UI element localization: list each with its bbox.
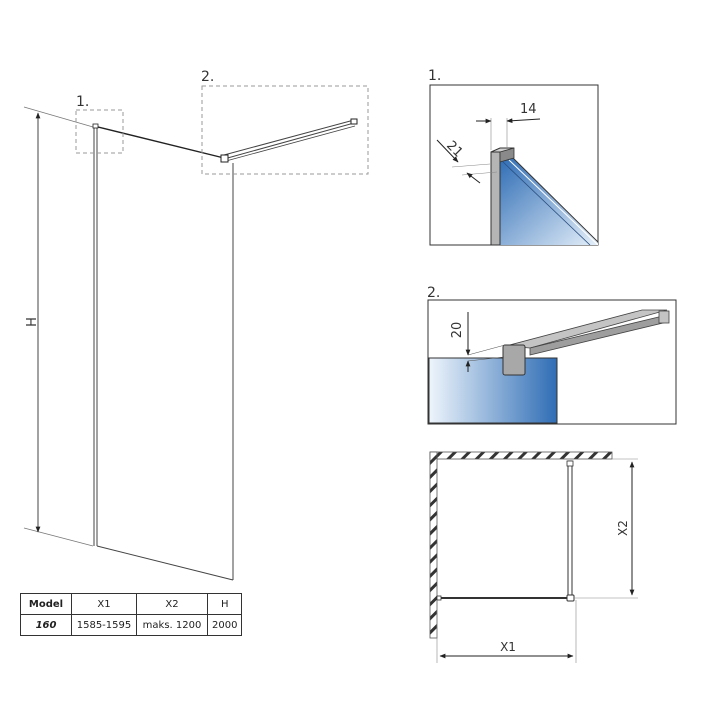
cell-h: 2000 <box>206 614 243 636</box>
spec-table-header: Model X1 X2 H <box>20 593 243 615</box>
callout-box-1 <box>75 109 124 154</box>
dim-14-label: 14 <box>520 102 537 117</box>
detail-2: 2. 20 <box>427 285 677 425</box>
dim-20-label: 20 <box>450 322 465 339</box>
cell-x1: 1585-1595 <box>71 614 137 636</box>
callout-label-2: 2. <box>201 69 214 85</box>
detail-2-label: 2. <box>427 285 440 301</box>
dim-x1-label: X1 <box>500 640 516 654</box>
detail-1-label: 1. <box>428 68 441 84</box>
header-x2: X2 <box>136 593 208 615</box>
detail-1: 1. 14 21 <box>428 68 599 246</box>
plan-view: X2 X1 <box>429 451 638 663</box>
header-model: Model <box>20 593 72 615</box>
height-label: H <box>25 317 40 327</box>
callout-label-1: 1. <box>76 94 89 110</box>
dim-x2-label: X2 <box>616 520 630 536</box>
header-x1: X1 <box>71 593 137 615</box>
spec-table: Model X1 X2 H 160 1585-1595 maks. 1200 2… <box>20 593 243 636</box>
cell-model: 160 <box>20 614 72 636</box>
main-view: H 1. 2. <box>23 69 369 581</box>
table-row: 160 1585-1595 maks. 1200 2000 <box>20 614 243 636</box>
header-h: H <box>206 593 243 615</box>
cell-x2: maks. 1200 <box>136 614 208 636</box>
callout-box-2 <box>201 85 369 175</box>
